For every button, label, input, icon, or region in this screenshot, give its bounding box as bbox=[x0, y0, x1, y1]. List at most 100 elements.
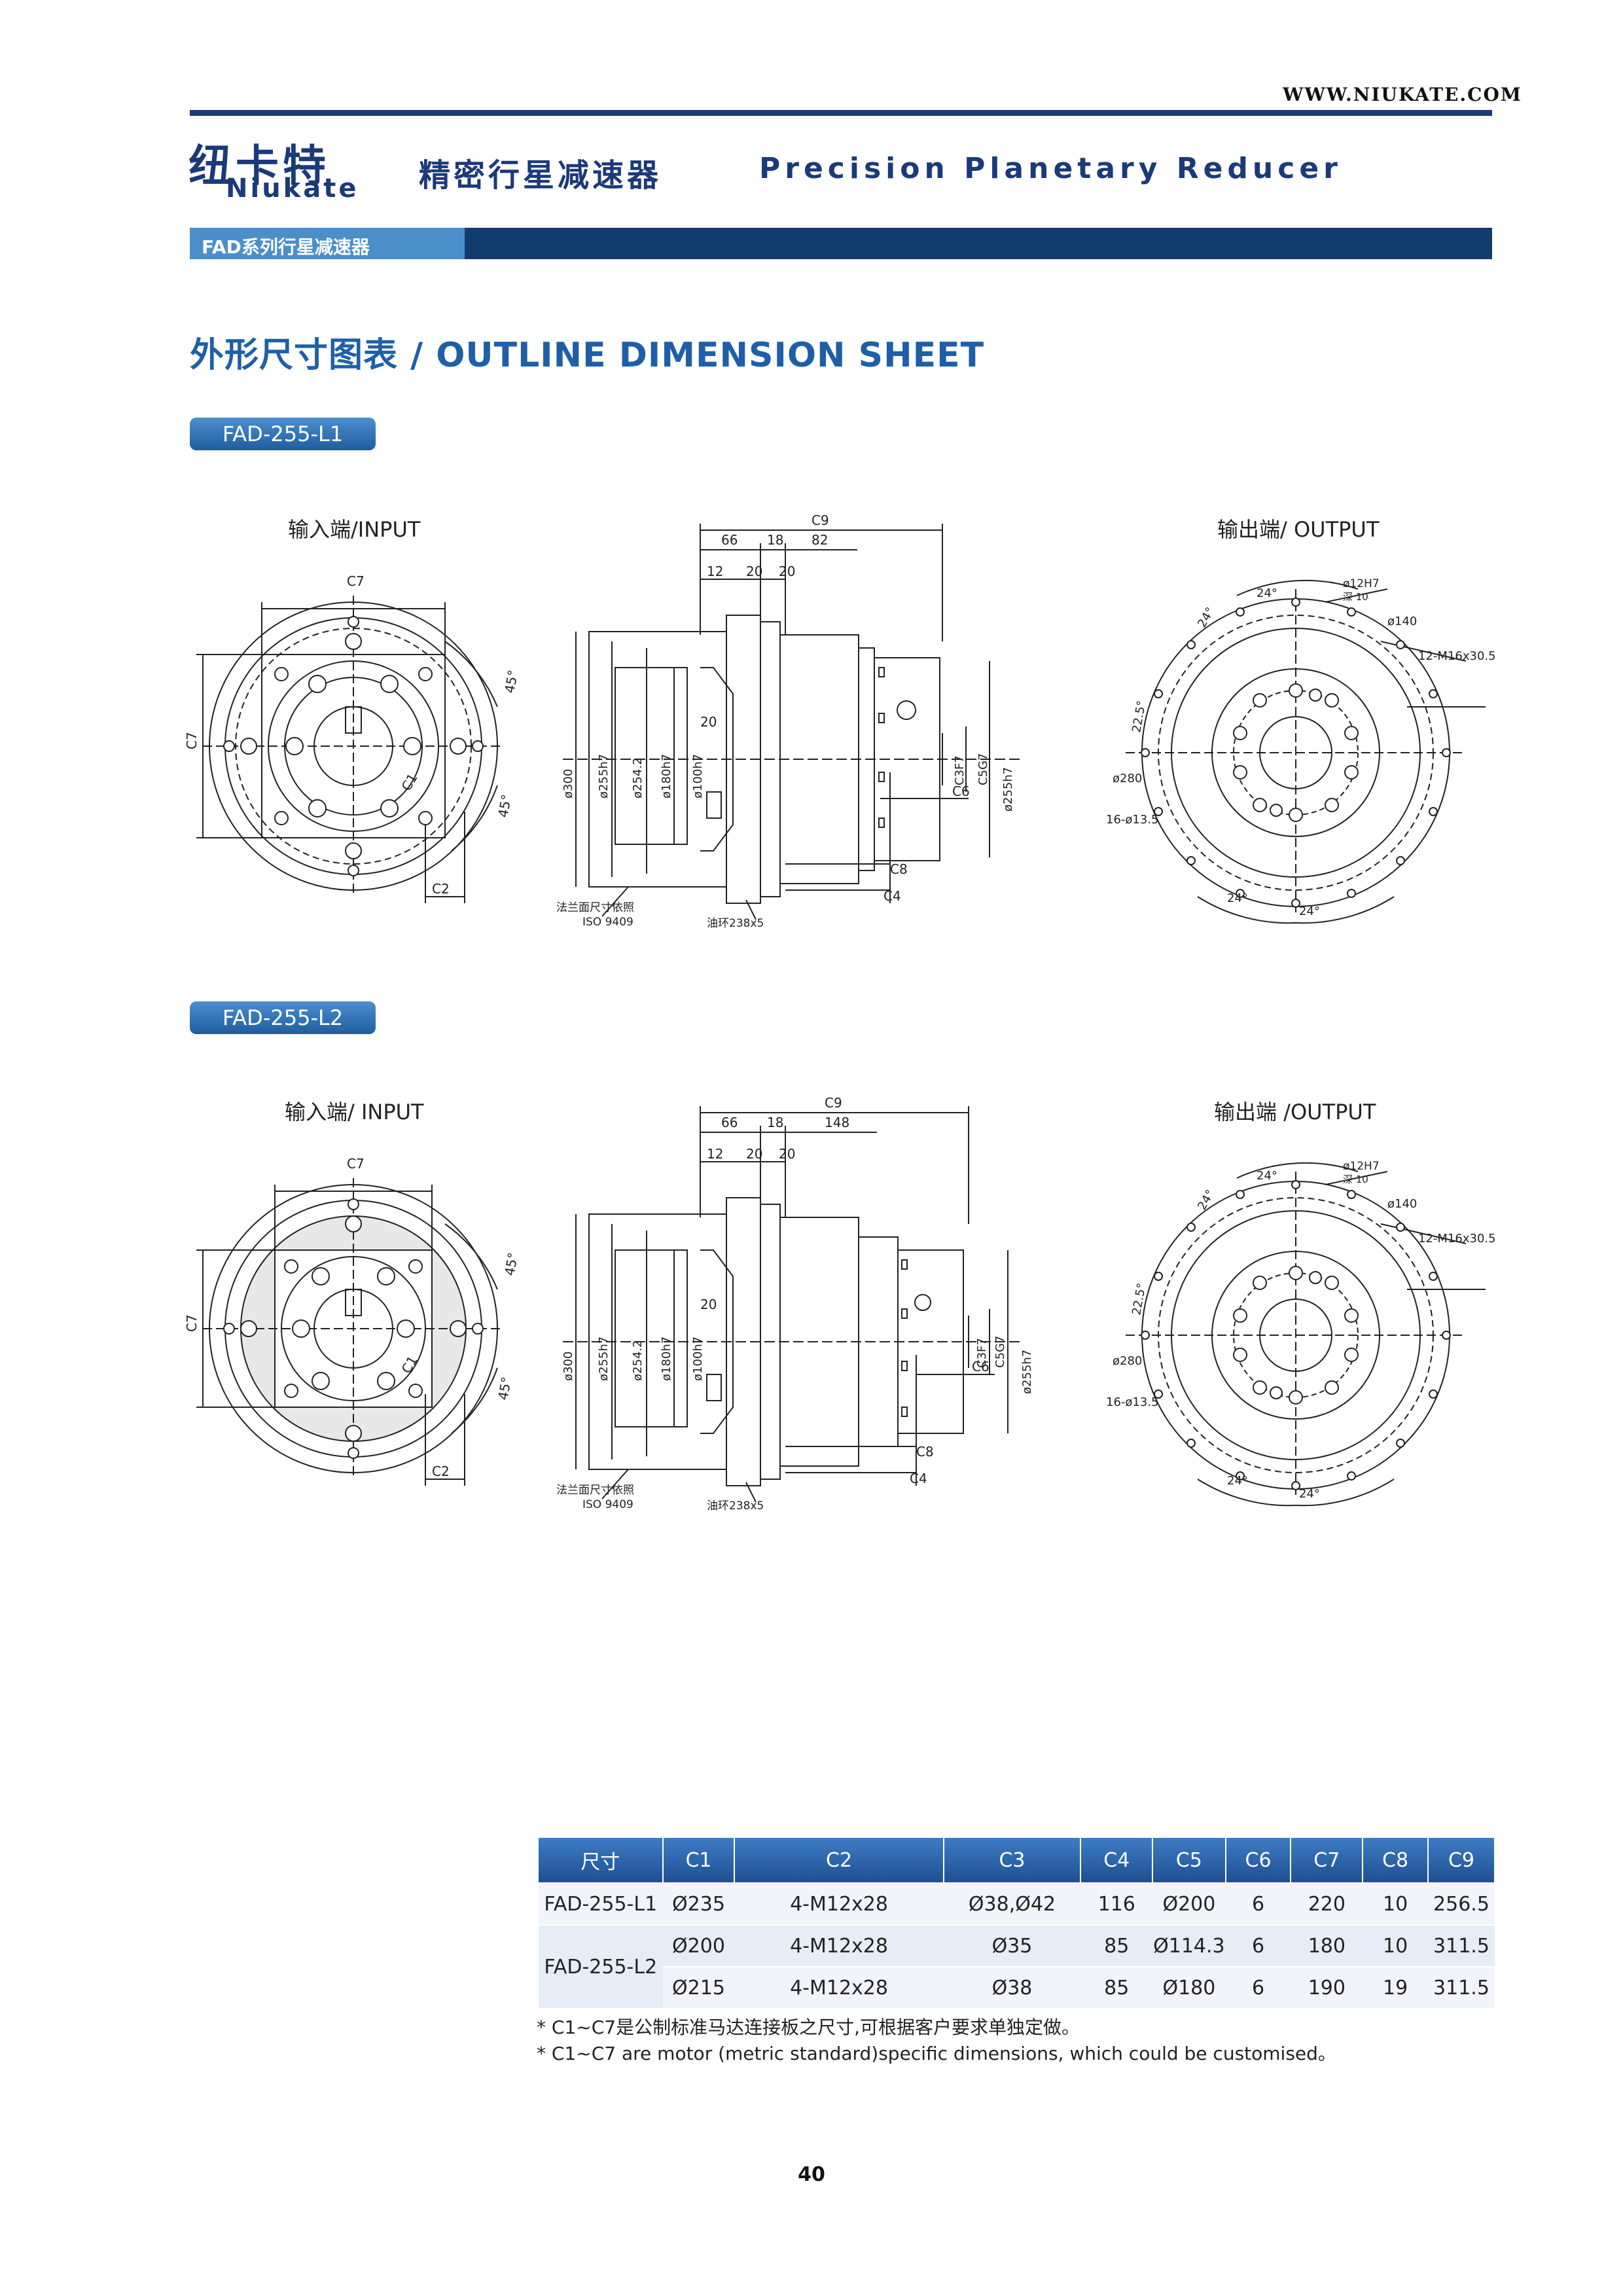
svg-text:12: 12 bbox=[707, 1146, 723, 1162]
svg-text:20: 20 bbox=[746, 564, 762, 579]
svg-text:法兰面尺寸依照: 法兰面尺寸依照 bbox=[556, 901, 634, 914]
svg-text:C7: C7 bbox=[184, 732, 200, 749]
svg-text:20: 20 bbox=[746, 1146, 762, 1162]
svg-text:12-M16x30.5: 12-M16x30.5 bbox=[1418, 649, 1496, 663]
table-row: Ø215 4-M12x28 Ø38 85 Ø180 6 190 19 311.5 bbox=[539, 1966, 1495, 2008]
logo-chinese: 纽卡特 bbox=[188, 140, 330, 191]
svg-text:16-ø13.5: 16-ø13.5 bbox=[1106, 813, 1159, 827]
table-cell: 220 bbox=[1291, 1882, 1363, 1925]
table-cell: Ø215 bbox=[662, 1966, 735, 2008]
svg-text:ø100h7: ø100h7 bbox=[691, 1336, 705, 1381]
table-cell: 6 bbox=[1225, 1924, 1291, 1967]
svg-text:ø100h7: ø100h7 bbox=[691, 754, 705, 798]
svg-text:24°: 24° bbox=[1257, 586, 1277, 600]
input-view-l2: 输入端/ INPUT C7 C7 C1 C2 45° 45° bbox=[184, 1093, 543, 1512]
svg-text:C5G7: C5G7 bbox=[976, 753, 990, 785]
svg-text:C2: C2 bbox=[432, 881, 450, 897]
svg-text:18: 18 bbox=[767, 1115, 783, 1130]
svg-text:24°: 24° bbox=[1195, 1187, 1217, 1212]
svg-text:深 10: 深 10 bbox=[1343, 1174, 1368, 1185]
table-cell: 6 bbox=[1225, 1966, 1291, 2008]
svg-text:18: 18 bbox=[767, 532, 783, 548]
table-cell: 180 bbox=[1291, 1924, 1363, 1967]
subtitle-english: Precision Planetary Reducer bbox=[759, 152, 1342, 185]
table-cell: 4-M12x28 bbox=[734, 1882, 944, 1925]
table-cell-model: FAD-255-L2 bbox=[539, 1924, 663, 2008]
svg-text:ø255h7: ø255h7 bbox=[1020, 1350, 1034, 1394]
table-row: FAD-255-L2 Ø200 4-M12x28 Ø35 85 Ø114.3 6… bbox=[539, 1924, 1495, 2008]
output-label: 输出端/ OUTPUT bbox=[1217, 517, 1380, 542]
table-cell: 311.5 bbox=[1428, 1924, 1495, 1967]
table-cell: 6 bbox=[1225, 1882, 1291, 1925]
svg-text:12: 12 bbox=[707, 564, 723, 579]
table-cell: Ø200 bbox=[662, 1924, 735, 1967]
svg-text:20: 20 bbox=[700, 714, 717, 730]
table-header: 尺寸 bbox=[539, 1838, 664, 1883]
svg-text:ø12H7: ø12H7 bbox=[1343, 1160, 1380, 1173]
svg-text:ø180h7: ø180h7 bbox=[660, 1336, 673, 1381]
svg-text:ø254.2: ø254.2 bbox=[631, 757, 645, 798]
website-url: WWW.NIUKATE.COM bbox=[1283, 84, 1522, 105]
svg-text:C2: C2 bbox=[432, 1463, 450, 1479]
dimension-table: 尺寸 C1 C2 C3 C4 C5 C6 C7 C8 C9 FAD-255-L1… bbox=[539, 1838, 1495, 2008]
svg-text:C3F7: C3F7 bbox=[975, 1338, 989, 1368]
footnote-english: * C1~C7 are motor (metric standard)speci… bbox=[537, 2043, 1336, 2064]
section-bar-accent bbox=[190, 228, 465, 259]
output-view-l1: 输出端/ OUTPUT 24° 24° 24° 24° 22.5° ø1 bbox=[1099, 511, 1505, 929]
svg-text:法兰面尺寸依照: 法兰面尺寸依照 bbox=[556, 1484, 634, 1497]
table-cell: Ø200 bbox=[1152, 1882, 1226, 1925]
table-cell: 256.5 bbox=[1428, 1882, 1495, 1925]
output-view-l2: 输出端 /OUTPUT 24° 24° 24° 24° 22.5° ø1 bbox=[1099, 1093, 1505, 1512]
section-bar: FAD系列行星减速器 bbox=[190, 228, 1492, 259]
svg-text:C6: C6 bbox=[952, 783, 970, 799]
svg-text:ISO 9409: ISO 9409 bbox=[582, 916, 633, 929]
svg-text:66: 66 bbox=[721, 1115, 738, 1130]
svg-text:45°: 45° bbox=[501, 669, 521, 694]
svg-text:C8: C8 bbox=[916, 1444, 934, 1460]
svg-text:油环238x5: 油环238x5 bbox=[707, 1499, 764, 1513]
svg-text:C4: C4 bbox=[910, 1471, 927, 1486]
svg-text:45°: 45° bbox=[501, 1251, 521, 1277]
table-cell: Ø35 bbox=[943, 1924, 1081, 1967]
svg-text:ø12H7: ø12H7 bbox=[1343, 577, 1380, 590]
svg-text:45°: 45° bbox=[495, 1376, 514, 1401]
model-tag-l1: FAD-255-L1 bbox=[190, 418, 376, 450]
input-view-l1: 输入端/INPUT C7 C7 C1 C2 45° bbox=[184, 511, 543, 929]
svg-text:24°: 24° bbox=[1195, 605, 1217, 630]
svg-text:油环238x5: 油环238x5 bbox=[707, 917, 764, 930]
svg-text:ø140: ø140 bbox=[1387, 1197, 1417, 1211]
svg-text:24°: 24° bbox=[1257, 1169, 1277, 1183]
table-cell: 190 bbox=[1291, 1966, 1363, 2008]
section-label: FAD系列行星减速器 bbox=[202, 236, 370, 258]
output-label: 输出端 /OUTPUT bbox=[1214, 1100, 1376, 1124]
table-row: FAD-255-L1 Ø235 4-M12x28 Ø38,Ø42 116 Ø20… bbox=[539, 1882, 1495, 1925]
table-header-row: 尺寸 C1 C2 C3 C4 C5 C6 C7 C8 C9 bbox=[539, 1838, 1495, 1883]
table-cell: 85 bbox=[1080, 1966, 1153, 2008]
svg-text:24°: 24° bbox=[1299, 905, 1320, 918]
svg-text:24°: 24° bbox=[1227, 891, 1248, 905]
svg-text:16-ø13.5: 16-ø13.5 bbox=[1106, 1395, 1159, 1409]
svg-text:20: 20 bbox=[700, 1297, 717, 1312]
table-cell: Ø114.3 bbox=[1152, 1924, 1226, 1967]
svg-text:C7: C7 bbox=[347, 573, 365, 589]
model-tag-l2: FAD-255-L2 bbox=[190, 1001, 376, 1034]
header-rule bbox=[190, 110, 1492, 116]
svg-text:C6: C6 bbox=[972, 1359, 990, 1374]
table-cell: 116 bbox=[1080, 1882, 1153, 1925]
table-cell: 10 bbox=[1363, 1924, 1428, 1967]
svg-text:ø280: ø280 bbox=[1113, 1354, 1142, 1368]
svg-text:C8: C8 bbox=[890, 861, 908, 877]
table-cell: 85 bbox=[1080, 1924, 1153, 1967]
table-cell: 10 bbox=[1363, 1882, 1428, 1925]
svg-text:C1: C1 bbox=[399, 770, 421, 793]
svg-text:24°: 24° bbox=[1227, 1474, 1248, 1488]
svg-text:C5G7: C5G7 bbox=[993, 1336, 1007, 1368]
table-header: C3 bbox=[943, 1838, 1082, 1883]
svg-text:ø255h7: ø255h7 bbox=[597, 754, 611, 798]
svg-text:C4: C4 bbox=[883, 888, 901, 904]
table-cell: Ø38,Ø42 bbox=[943, 1882, 1081, 1925]
table-cell: 19 bbox=[1363, 1966, 1428, 2008]
svg-text:ø300: ø300 bbox=[562, 1352, 575, 1381]
table-header: C9 bbox=[1428, 1838, 1495, 1883]
svg-text:ø254.2: ø254.2 bbox=[631, 1340, 645, 1381]
